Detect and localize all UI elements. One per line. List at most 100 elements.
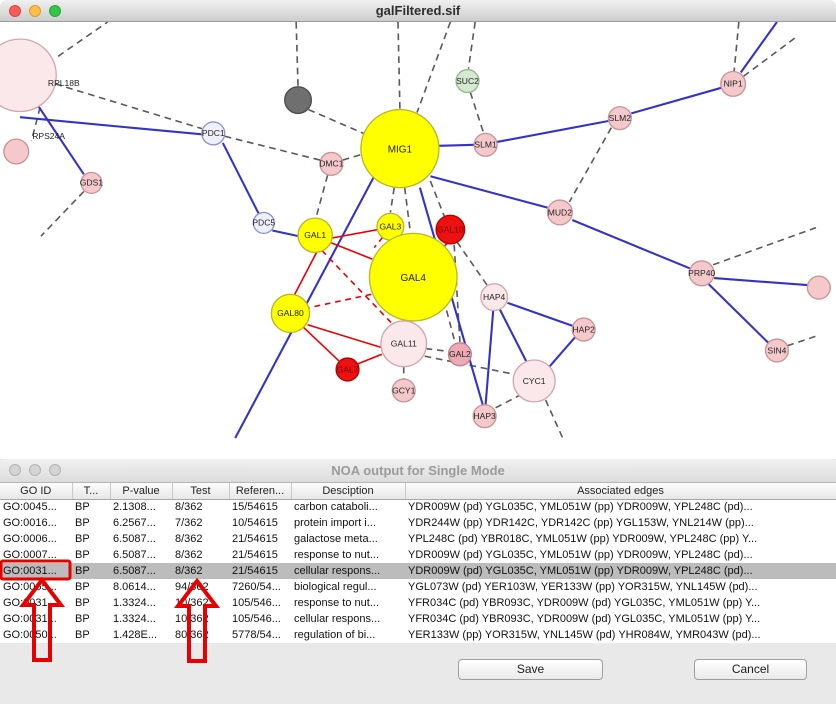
node-unlabeled[interactable]	[284, 86, 313, 115]
edge[interactable]	[389, 187, 395, 213]
node-dmc1[interactable]	[319, 151, 344, 176]
edge[interactable]	[548, 336, 576, 368]
edge[interactable]	[469, 92, 485, 134]
edge[interactable]	[295, 22, 299, 87]
edge[interactable]	[403, 187, 412, 233]
node-clipped-right[interactable]	[806, 275, 831, 300]
edge[interactable]	[445, 310, 456, 344]
edge[interactable]	[712, 226, 817, 266]
edge[interactable]	[498, 309, 528, 363]
edge[interactable]	[429, 180, 446, 218]
edge[interactable]	[416, 22, 452, 113]
edge[interactable]	[568, 127, 612, 203]
zoom-button[interactable]	[49, 464, 61, 476]
node-gal4[interactable]	[368, 232, 458, 322]
edge[interactable]	[493, 393, 523, 410]
table-row[interactable]: GO:0045... BP 2.1308... 8/362 15/54615 c…	[0, 499, 836, 515]
node-hap2[interactable]	[571, 317, 596, 342]
edge[interactable]	[57, 22, 109, 57]
node-sin4[interactable]	[764, 338, 790, 363]
table-row-selected[interactable]: GO:0031... BP 6.5087... 8/362 21/54615 c…	[0, 563, 836, 579]
close-button[interactable]	[9, 5, 21, 17]
node-cyc1[interactable]	[512, 359, 556, 403]
node-gal2[interactable]	[447, 342, 472, 367]
column-header-go-id[interactable]: GO ID	[0, 483, 73, 500]
edge[interactable]	[571, 219, 691, 270]
node-mud2[interactable]	[546, 199, 573, 226]
node-hap3[interactable]	[472, 404, 497, 429]
column-header-p-value[interactable]: P-value	[110, 483, 173, 500]
edge[interactable]	[496, 119, 609, 143]
minimize-button[interactable]	[29, 464, 41, 476]
edge[interactable]	[484, 310, 495, 405]
node-slm2[interactable]	[607, 106, 632, 131]
edge[interactable]	[439, 242, 449, 252]
edge[interactable]	[19, 116, 202, 136]
node-pdc5[interactable]	[252, 211, 275, 235]
edge[interactable]	[373, 236, 384, 249]
edge[interactable]	[309, 293, 372, 309]
edge[interactable]	[707, 283, 770, 344]
edge[interactable]	[55, 83, 203, 130]
minimize-button[interactable]	[29, 5, 41, 17]
node-rpl18b[interactable]	[0, 38, 57, 113]
column-header-test[interactable]: Test	[172, 483, 230, 500]
close-button[interactable]	[9, 464, 21, 476]
table-row[interactable]: GO:0065... BP 8.0614... 94/362 7260/54..…	[0, 579, 836, 595]
column-header-reference[interactable]: Referen...	[229, 483, 292, 500]
edge[interactable]	[40, 190, 85, 237]
edge[interactable]	[453, 244, 461, 342]
edge[interactable]	[397, 22, 401, 109]
node-prp40[interactable]	[688, 260, 715, 287]
edge[interactable]	[331, 242, 373, 260]
node-slm1[interactable]	[473, 132, 498, 157]
edge[interactable]	[293, 251, 318, 296]
node-gal7[interactable]	[335, 357, 360, 382]
column-header-associated-edges[interactable]: Associated edges	[405, 483, 836, 500]
node-rps24a[interactable]	[3, 138, 30, 165]
edge[interactable]	[456, 241, 489, 287]
node-gal10[interactable]	[435, 214, 466, 245]
edge[interactable]	[331, 228, 379, 239]
edge[interactable]	[438, 143, 475, 147]
edge[interactable]	[342, 153, 363, 161]
network-canvas[interactable]: RPL18B RPS24A GDS1 PDC1 DMC1 MIG1 SUC2 S…	[0, 22, 836, 459]
edge[interactable]	[315, 175, 329, 218]
edge[interactable]	[221, 142, 260, 215]
edge[interactable]	[307, 323, 383, 349]
table-row[interactable]: GO:0050... BP 1.428E... 80/362 5778/54..…	[0, 627, 836, 643]
column-header-description[interactable]: Desciption	[291, 483, 406, 500]
zoom-button[interactable]	[49, 5, 61, 17]
table-row[interactable]: GO:0016... BP 6.2567... 7/362 10/54615 p…	[0, 515, 836, 531]
edge[interactable]	[302, 326, 340, 362]
table-row[interactable]: GO:0006... BP 6.5087... 8/362 21/54615 g…	[0, 531, 836, 547]
node-mig1[interactable]	[360, 108, 440, 189]
edge[interactable]	[357, 353, 383, 365]
table-row[interactable]: GO:0031... BP 1.3324... 10/362 105/546..…	[0, 595, 836, 611]
table-row[interactable]: GO:0031... BP 1.3324... 10/362 105/546..…	[0, 611, 836, 627]
table-row[interactable]: GO:0007... BP 6.5087... 8/362 21/54615 r…	[0, 547, 836, 563]
edge[interactable]	[507, 301, 573, 327]
node-gcy1[interactable]	[391, 378, 416, 403]
edge[interactable]	[308, 108, 366, 136]
node-gal11[interactable]	[380, 320, 428, 368]
edge[interactable]	[733, 22, 740, 72]
node-pdc1[interactable]	[201, 121, 226, 146]
edge[interactable]	[739, 22, 778, 74]
edge[interactable]	[467, 22, 476, 69]
save-button[interactable]: Save	[458, 659, 603, 680]
node-gal1[interactable]	[297, 217, 333, 254]
cancel-button[interactable]: Cancel	[694, 659, 807, 680]
edge[interactable]	[272, 229, 300, 238]
edge[interactable]	[630, 86, 722, 115]
edge[interactable]	[787, 335, 817, 347]
node-nip1[interactable]	[720, 70, 747, 97]
edge[interactable]	[424, 355, 515, 376]
edge[interactable]	[425, 347, 449, 353]
edge[interactable]	[714, 277, 817, 287]
edge[interactable]	[430, 175, 548, 209]
edge[interactable]	[31, 96, 85, 175]
edge[interactable]	[544, 399, 564, 439]
node-suc2[interactable]	[455, 68, 480, 94]
node-gds1[interactable]	[80, 171, 103, 195]
